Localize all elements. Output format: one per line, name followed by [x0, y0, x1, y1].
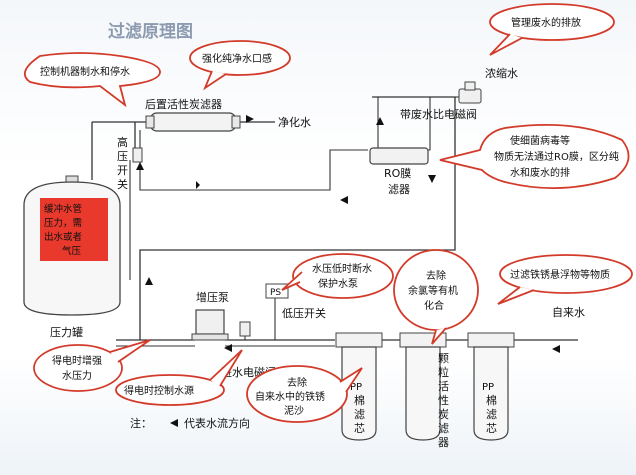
granular-text-2: 粒: [438, 365, 449, 379]
ps-label: PS: [270, 288, 281, 298]
waste-ratio-valve: [458, 81, 482, 104]
bubble-rust-text: 过滤铁锈悬浮物等物质: [510, 268, 610, 281]
bubble-control-text: 控制机器制水和停水: [40, 65, 130, 78]
tank-text-2: 压力，需: [44, 217, 82, 229]
tap-water-label: 自来水: [552, 306, 585, 319]
concentrate-label: 浓缩水: [485, 67, 518, 80]
bubble-sediment: 去除 自来水中的铁锈 泥沙: [246, 365, 363, 423]
bubble-inlet: 得电时控制水源: [115, 349, 243, 406]
granular-text-3: 活: [438, 380, 449, 393]
bubble-control: 控制机器制水和停水: [23, 52, 161, 108]
bubble-waste: 管理废水的排放: [489, 3, 615, 56]
pump-label: 增压泵: [196, 290, 229, 304]
bubble-ro: 使细菌病毒等 物质无法通过RO膜，区分纯 水和废水的排: [439, 124, 630, 190]
pp-cotton-filter-2: [467, 332, 515, 441]
high-switch-char-2: 压: [117, 150, 128, 163]
granular-text-5: 炭: [438, 408, 449, 421]
pure-water-label: 净化水: [278, 115, 311, 129]
pp2-text-2: 棉: [486, 393, 497, 407]
inlet-solenoid-valve: [239, 321, 251, 337]
tank-text-1: 缓冲水管: [44, 203, 82, 215]
bubble-chlorine: 去除 余氯等有机 化合: [393, 249, 479, 345]
flow-arrow: [145, 277, 153, 285]
granular-text-6: 滤: [438, 422, 449, 435]
waste-valve-label: 带废水比电磁阀: [400, 107, 477, 121]
bubble-chlorine-text-2: 余氯等有机: [408, 284, 458, 297]
booster-pump: [191, 309, 229, 341]
ro-membrane-label-2: 滤器: [388, 183, 410, 196]
ro-membrane-label-1: RO膜: [384, 167, 411, 180]
flow-arrow: [552, 345, 560, 353]
bubble-ro-text-2: 物质无法通过RO膜，区分纯: [494, 150, 619, 163]
high-switch-char-3: 开: [117, 164, 128, 177]
tank-label: 压力罐: [50, 326, 83, 339]
flow-arrows: [136, 115, 560, 427]
granular-text-1: 颗: [438, 352, 449, 365]
low-pressure-switch: [265, 283, 289, 299]
pp1-text-2: 棉: [354, 393, 365, 407]
pressure-tank: [23, 175, 121, 316]
flow-arrow: [340, 196, 348, 204]
post-filter-label: 后置活性炭滤器: [145, 97, 222, 111]
bubble-sediment-text-1: 去除: [287, 376, 307, 389]
high-pressure-switch: [132, 147, 143, 163]
flow-arrow: [428, 175, 436, 183]
pp2-text-3: 滤: [486, 408, 497, 421]
note-label: 注：: [130, 416, 152, 430]
bubble-sediment-text-2: 自来水中的铁锈: [255, 390, 325, 403]
bubble-low-protect-text-2: 保护水泵: [318, 277, 358, 290]
flow-arrow: [304, 149, 308, 157]
bubble-pressurize-text-2: 水压力: [62, 369, 92, 382]
bubble-ro-text-1: 使细菌病毒等: [510, 134, 570, 147]
bubble-chlorine-text-1: 去除: [426, 269, 446, 282]
high-switch-char-4: 关: [117, 177, 128, 191]
granular-text-4: 性: [438, 393, 449, 407]
bubble-sediment-text-3: 泥沙: [284, 404, 304, 417]
pp2-text-4: 芯: [486, 421, 497, 435]
pp1-text-3: 滤: [354, 408, 365, 421]
granular-text-7: 器: [438, 436, 449, 449]
bubble-taste-text: 强化纯净水口感: [202, 52, 272, 65]
flow-arrow: [246, 115, 254, 123]
flow-arrow: [224, 344, 232, 352]
low-switch-label: 低压开关: [282, 306, 326, 320]
bubble-inlet-text: 得电时控制水源: [124, 384, 194, 397]
bubble-low-protect: 水压低时断水 保护水泵: [281, 253, 394, 299]
bubble-pressurize: 得电时增强 水压力: [33, 339, 151, 392]
bubble-rust: 过滤铁锈悬浮物等物质: [497, 254, 633, 305]
pp-cotton-filter-1: [335, 332, 383, 441]
flow-arrow: [136, 162, 144, 170]
tank-text-3: 出水或者: [44, 231, 82, 243]
bubble-ro-text-3: 水和废水的排: [510, 166, 570, 179]
flow-arrow-legend: [170, 419, 178, 427]
high-switch-char-1: 高: [117, 135, 128, 149]
bubble-low-protect-text-1: 水压低时断水: [312, 262, 372, 275]
flow-arrow: [196, 181, 200, 189]
bubble-waste-text: 管理废水的排放: [511, 16, 581, 29]
pp1-text-4: 芯: [354, 421, 365, 435]
bubble-taste: 强化纯净水口感: [189, 40, 291, 91]
tank-text-4: 气压: [62, 245, 82, 257]
bubble-pressurize-text-1: 得电时增强: [52, 354, 102, 367]
ro-membrane-housing: [369, 147, 429, 165]
pp2-text-1: PP: [482, 382, 494, 393]
flow-note-label: 代表水流方向: [184, 416, 250, 430]
pp1-text-1: PP: [350, 382, 362, 393]
post-carbon-filter: [145, 112, 241, 132]
bubble-chlorine-text-3: 化合: [424, 299, 444, 312]
diagram-title: 过滤原理图: [108, 21, 193, 42]
flow-arrow: [376, 117, 384, 125]
tank-highlight: [40, 198, 108, 261]
